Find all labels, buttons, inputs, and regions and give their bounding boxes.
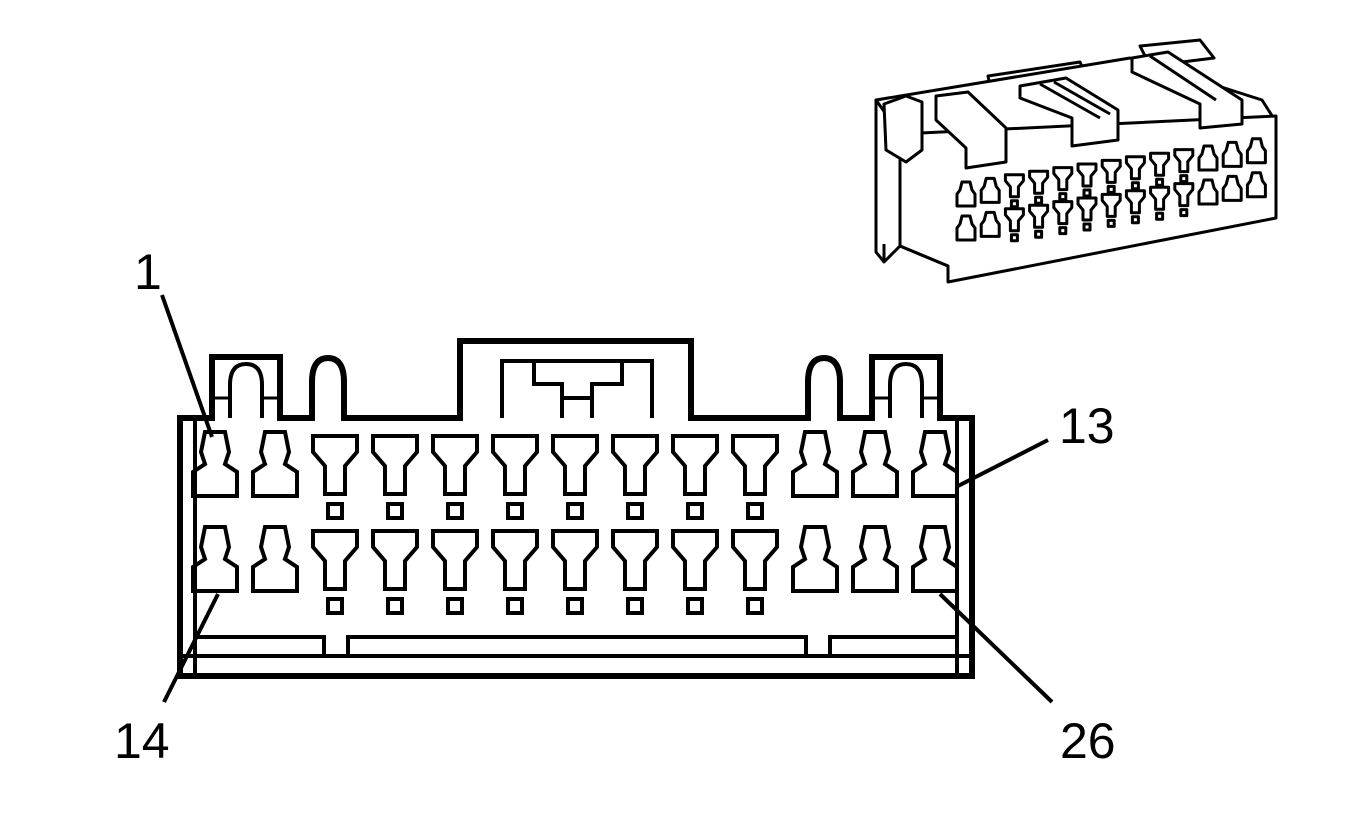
iso-pin-lock-window [1179, 174, 1189, 184]
iso-pin-cavity [1245, 171, 1267, 199]
pin-cavity-15 [251, 525, 299, 593]
iso-pin-cavity [1197, 178, 1219, 206]
iso-pin-cavity [1221, 140, 1243, 168]
pin-cavity-20 [551, 529, 599, 591]
pin-lock-window [326, 502, 344, 520]
pin-lock-window [746, 597, 764, 615]
pin-cavity-5 [431, 434, 479, 496]
connector-isometric-view [874, 38, 1278, 284]
iso-pin-lock-window [1106, 218, 1116, 228]
iso-pin-cavity [1076, 162, 1098, 188]
iso-pin-cavity [1028, 169, 1050, 195]
iso-pin-lock-window [1034, 229, 1044, 239]
pin-lock-window [686, 502, 704, 520]
iso-pin-cavity [1100, 158, 1122, 184]
iso-pin-cavity [1197, 144, 1219, 172]
pin-cavity-4 [371, 434, 419, 496]
pin-cavity-13 [911, 430, 959, 498]
iso-pin-cavity [1052, 166, 1074, 192]
pin-cavity-23 [731, 529, 779, 591]
pin-lock-window [446, 502, 464, 520]
pin-lock-window [506, 502, 524, 520]
pin-cavity-14 [191, 525, 239, 593]
iso-pin-cavity [979, 176, 1001, 204]
iso-pin-cavity [1028, 203, 1050, 229]
pin-cavity-6 [491, 434, 539, 496]
iso-pin-cavity [1149, 185, 1171, 211]
iso-pin-cavity [1052, 200, 1074, 226]
pin-cavity-22 [671, 529, 719, 591]
iso-pin-lock-window [1009, 199, 1019, 209]
pin-lock-window [626, 597, 644, 615]
iso-pin-cavity [1124, 189, 1146, 215]
iso-pin-lock-window [1058, 226, 1068, 236]
pin-lock-window [566, 597, 584, 615]
iso-pin-lock-window [1082, 188, 1092, 198]
iso-pin-lock-window [1034, 195, 1044, 205]
leader-line-pin-26 [938, 592, 1054, 704]
pin-cavity-19 [491, 529, 539, 591]
iso-pin-lock-window [1106, 184, 1116, 194]
iso-pin-cavity [979, 210, 1001, 238]
pin-cavity-10 [731, 434, 779, 496]
pin-lock-window [686, 597, 704, 615]
pin-label-1: 1 [134, 244, 162, 300]
pin-cavity-21 [611, 529, 659, 591]
iso-pin-cavity [955, 180, 977, 208]
leader-line-pin-14 [162, 593, 220, 703]
pin-lock-window [386, 502, 404, 520]
pin-lock-window [566, 502, 584, 520]
pin-cavity-26 [911, 525, 959, 593]
pin-lock-window [506, 597, 524, 615]
iso-pin-cavity [1173, 148, 1195, 174]
pin-label-26: 26 [1060, 713, 1116, 769]
iso-pin-cavity [1124, 155, 1146, 181]
iso-pin-cavities [955, 137, 1267, 243]
pin-cavity-24 [791, 525, 839, 593]
connector-face-view [177, 338, 975, 679]
pin-cavity-9 [671, 434, 719, 496]
iso-pin-lock-window [1155, 211, 1165, 221]
pin-cavity-2 [251, 430, 299, 498]
iso-pin-lock-window [1009, 233, 1019, 243]
iso-pin-cavity [1173, 182, 1195, 208]
pin-lock-window [626, 502, 644, 520]
pin-cavity-3 [311, 434, 359, 496]
pin-label-13: 13 [1059, 398, 1115, 454]
leader-line-pin-1 [160, 294, 214, 438]
pin-cavity-12 [851, 430, 899, 498]
pin-cavity-grid [191, 430, 959, 615]
iso-pin-cavity [1003, 173, 1025, 199]
iso-pin-lock-window [1130, 181, 1140, 191]
pin-lock-window [446, 597, 464, 615]
iso-pin-lock-window [1058, 192, 1068, 202]
connector-body-outline [177, 338, 975, 679]
pin-lock-window [386, 597, 404, 615]
pin-lock-window [326, 597, 344, 615]
pin-cavity-1 [191, 430, 239, 498]
pin-cavity-7 [551, 434, 599, 496]
pin-label-14: 14 [114, 713, 170, 769]
iso-pin-lock-window [1130, 215, 1140, 225]
pin-cavity-16 [311, 529, 359, 591]
pin-callouts: 1 13 14 26 [114, 244, 1116, 769]
iso-pin-lock-window [1082, 222, 1092, 232]
pin-cavity-18 [431, 529, 479, 591]
iso-pin-lock-window [1179, 208, 1189, 218]
iso-pin-cavity [1100, 192, 1122, 218]
iso-pin-cavity [1149, 151, 1171, 177]
iso-pin-cavity [1221, 174, 1243, 202]
pin-cavity-8 [611, 434, 659, 496]
pin-cavity-25 [851, 525, 899, 593]
iso-pin-lock-window [1155, 177, 1165, 187]
iso-pin-cavity [1076, 196, 1098, 222]
iso-pin-cavity [1003, 207, 1025, 233]
pin-cavity-17 [371, 529, 419, 591]
pin-lock-window [746, 502, 764, 520]
iso-pin-cavity [1245, 137, 1267, 165]
iso-pin-cavity [955, 214, 977, 242]
leader-line-pin-13 [957, 438, 1049, 488]
pin-cavity-11 [791, 430, 839, 498]
